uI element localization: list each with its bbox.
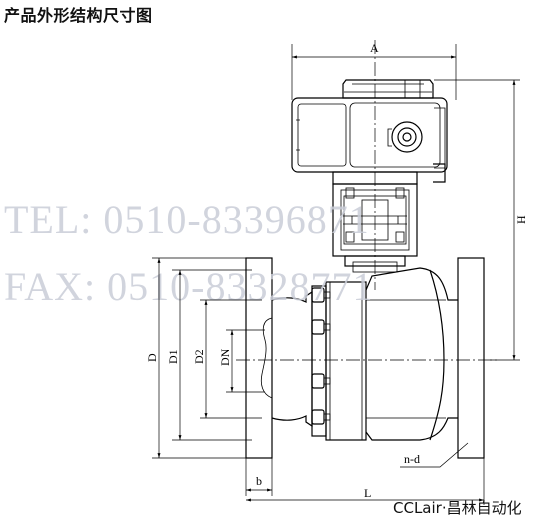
label-D1: D1 bbox=[166, 349, 180, 364]
drawing-title: 产品外形结构尺寸图 bbox=[4, 6, 153, 25]
label-DN: DN bbox=[218, 348, 232, 366]
valve-body bbox=[236, 40, 500, 459]
label-D2: D2 bbox=[192, 349, 206, 364]
label-L: L bbox=[364, 486, 371, 500]
dimension-lines bbox=[152, 44, 520, 505]
watermark-fax: FAX: 0510-83328771 bbox=[4, 264, 373, 309]
label-b: b bbox=[256, 474, 262, 488]
label-D: D bbox=[145, 353, 159, 362]
watermark-tel: TEL: 0510-83396871 bbox=[4, 197, 370, 242]
label-n-d: n-d bbox=[404, 452, 420, 466]
flange-bolts bbox=[311, 287, 331, 425]
label-H: H bbox=[514, 215, 528, 224]
brand-logo-text: CCLair·昌林自动化 bbox=[393, 499, 522, 517]
label-A: A bbox=[370, 41, 379, 55]
actuator bbox=[291, 79, 448, 185]
